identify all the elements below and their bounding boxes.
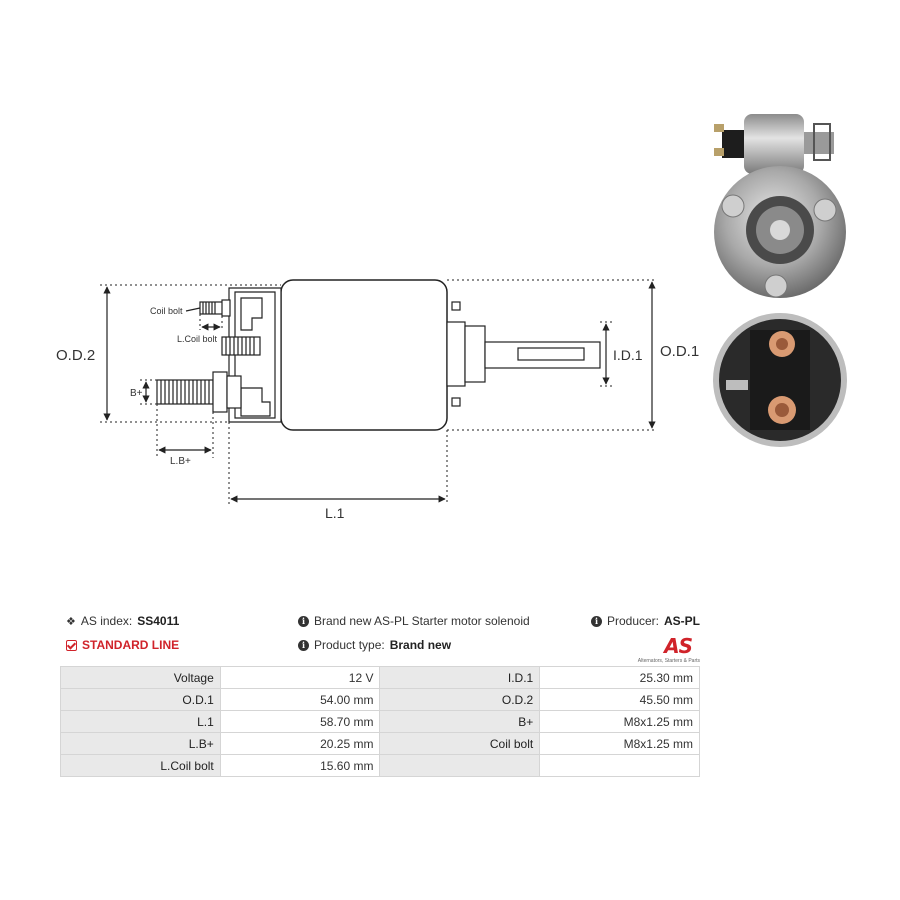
table-row: L.Coil bolt 15.60 mm [60,754,700,777]
coil-bolt-label: Coil bolt [150,306,183,316]
solenoid-body [280,279,448,431]
check-icon [66,639,77,651]
spec-value: M8x1.25 mm [539,732,700,755]
spec-value: 45.50 mm [539,688,700,711]
spec-label: Coil bolt [379,732,541,755]
front-view-photo [714,166,846,298]
info-icon: i [298,615,309,627]
id1-label: I.D.1 [613,347,643,363]
product-photos [713,114,847,447]
product-type-label: Product type: [314,638,385,652]
od2-label: O.D.2 [56,347,95,364]
as-pl-logo: AS Alternators, Starters & Parts [628,634,700,668]
info-icon: i [590,615,602,627]
l1-label: L.1 [325,505,345,521]
coil-thread [221,336,261,356]
description: i Brand new AS-PL Starter motor solenoid [298,614,530,628]
coil-bolt [199,299,231,317]
solenoid-technical-drawing: O.D.2 O.D.1 I.D.1 L.1 L.B+ B+ Coil bolt … [56,279,699,521]
spec-value [539,754,700,777]
product-type: i Product type: Brand new [298,638,451,652]
table-row: O.D.1 54.00 mm O.D.2 45.50 mm [60,688,700,711]
spec-value: 54.00 mm [219,688,381,711]
spec-value: 15.60 mm [219,754,381,777]
spec-value: 20.25 mm [219,732,381,755]
tags-icon: ❖ [66,615,76,628]
spec-label: L.1 [60,710,221,733]
spec-value: 12 V [219,666,381,689]
side-view-photo [714,114,834,174]
bplus-label: B+ [130,388,143,399]
logo-text: AS [664,634,693,658]
as-index: ❖ AS index: SS4011 [66,614,179,628]
l-coil-bolt-label: L.Coil bolt [177,334,218,344]
rear-view-photo [713,313,847,447]
spec-label: Voltage [60,666,221,689]
spec-label: O.D.2 [379,688,541,711]
spec-label: O.D.1 [60,688,221,711]
product-type-value: Brand new [389,638,452,652]
standard-line-text: STANDARD LINE [82,638,180,652]
product-info: ❖ AS index: SS4011 i Brand new AS-PL Sta… [60,612,700,664]
info-icon: i [298,639,309,651]
spec-value: 58.70 mm [219,710,381,733]
producer-label: Producer: [606,614,659,628]
table-row: L.1 58.70 mm B+ M8x1.25 mm [60,710,700,733]
spec-label: B+ [379,710,541,733]
spec-value: 25.30 mm [539,666,700,689]
standard-line: STANDARD LINE [66,638,179,652]
od1-label: O.D.1 [660,343,699,360]
spec-label: I.D.1 [379,666,541,689]
logo-tagline: Alternators, Starters & Parts [637,658,700,664]
spec-label [379,754,541,777]
bplus-stud [156,371,242,413]
as-index-label: AS index: [80,614,133,628]
spec-label: L.Coil bolt [60,754,221,777]
as-index-value: SS4011 [137,614,180,628]
producer-value: AS-PL [664,614,700,628]
spec-value: M8x1.25 mm [539,710,700,733]
producer: i Producer: AS-PL [590,614,700,628]
table-row: L.B+ 20.25 mm Coil bolt M8x1.25 mm [60,732,700,755]
table-row: Voltage 12 V I.D.1 25.30 mm [60,666,700,689]
specs-table: Voltage 12 V I.D.1 25.30 mm O.D.1 54.00 … [60,666,700,777]
description-text: Brand new AS-PL Starter motor solenoid [314,614,530,628]
lb-label: L.B+ [170,456,191,467]
spec-label: L.B+ [60,732,221,755]
